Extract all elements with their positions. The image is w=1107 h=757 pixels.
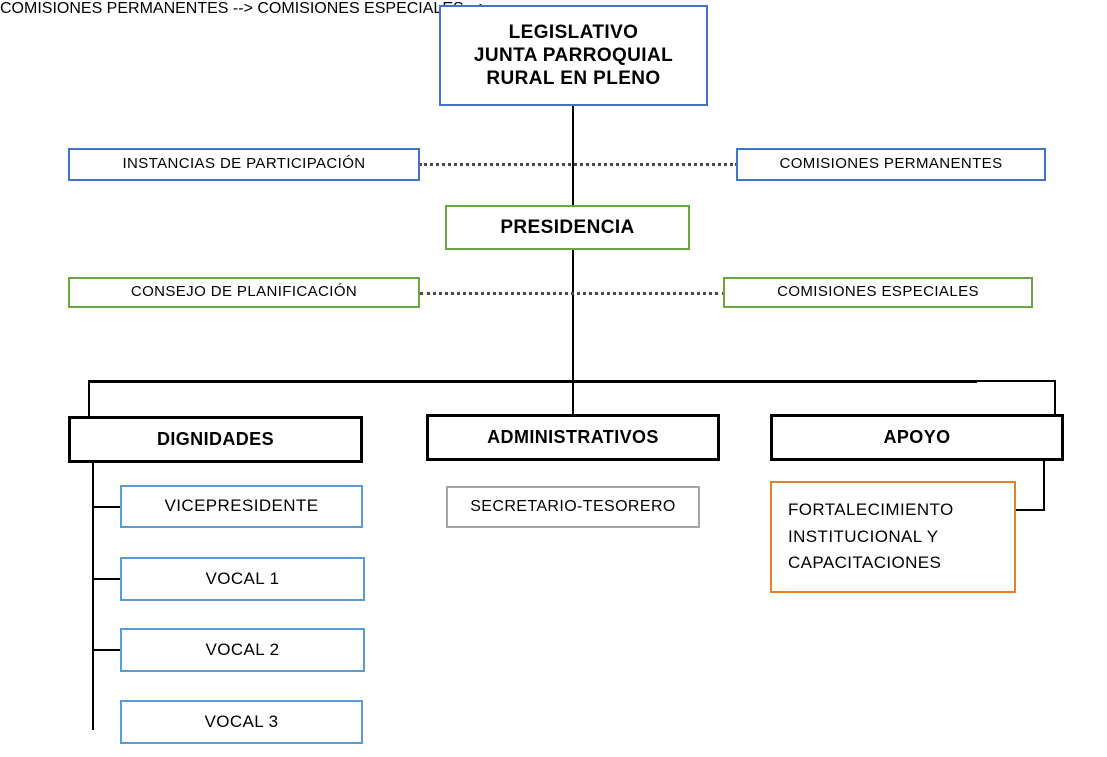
node-vocal-1[interactable]: VOCAL 1	[120, 557, 365, 601]
node-legislativo-line-3: RURAL EN PLENO	[486, 68, 661, 90]
node-comisiones-permanentes[interactable]: COMISIONES PERMANENTES	[736, 148, 1046, 181]
node-presidencia[interactable]: PRESIDENCIA	[445, 205, 690, 250]
connector-bar-to-dignidades	[88, 380, 90, 417]
connector-dotted-row-1	[419, 163, 738, 166]
node-apoyo[interactable]: APOYO	[770, 414, 1064, 461]
node-vicepresidente-label: VICEPRESIDENTE	[164, 496, 319, 516]
node-apoyo-label: APOYO	[883, 426, 951, 447]
node-administrativos-label: ADMINISTRATIVOS	[487, 426, 659, 447]
node-consejo-de-planificacion[interactable]: CONSEJO DE PLANIFICACIÓN	[68, 277, 420, 308]
node-dignidades-label: DIGNIDADES	[156, 428, 274, 449]
connector-dotted-row-2	[420, 292, 725, 295]
node-legislativo-line-1: LEGISLATIVO	[508, 21, 639, 43]
node-legislativo-line-2: JUNTA PARROQUIAL	[473, 44, 674, 66]
connector-distribution-bar	[88, 380, 977, 383]
node-legislativo[interactable]: LEGISLATIVO JUNTA PARROQUIAL RURAL EN PL…	[439, 5, 708, 106]
connector-sub-apoyo-vertical	[1043, 461, 1045, 511]
node-presidencia-label: PRESIDENCIA	[500, 216, 635, 238]
node-fortalecimiento-institucional[interactable]: FORTALECIMIENTO INSTITUCIONAL Y CAPACITA…	[770, 481, 1016, 593]
node-fortalecimiento-line-1: FORTALECIMIENTO	[788, 500, 954, 520]
node-secretario-tesorero[interactable]: SECRETARIO-TESORERO	[446, 486, 700, 528]
node-instancias-de-participacion[interactable]: INSTANCIAS DE PARTICIPACIÓN	[68, 148, 420, 181]
node-administrativos[interactable]: ADMINISTRATIVOS	[426, 414, 720, 461]
node-dignidades[interactable]: DIGNIDADES	[68, 416, 363, 463]
node-vicepresidente[interactable]: VICEPRESIDENTE	[120, 485, 363, 528]
node-comisiones-especiales[interactable]: COMISIONES ESPECIALES	[723, 277, 1033, 308]
connector-spine-to-vocal-1	[92, 578, 121, 580]
connector-legislativo-to-presidencia	[572, 105, 574, 205]
node-vocal-2[interactable]: VOCAL 2	[120, 628, 365, 672]
connector-spine-to-vocal-2	[92, 649, 121, 651]
node-vocal-1-label: VOCAL 1	[205, 568, 280, 588]
node-comisiones-permanentes-label: COMISIONES PERMANENTES	[779, 155, 1003, 173]
connector-bar-to-administrativos	[572, 380, 574, 414]
connector-distribution-bar-right	[975, 380, 1056, 382]
connector-presidencia-to-bar	[572, 250, 574, 382]
node-fortalecimiento-line-2: INSTITUCIONAL Y	[788, 526, 939, 546]
node-vocal-3-label: VOCAL 3	[204, 711, 279, 731]
node-vocal-2-label: VOCAL 2	[205, 639, 280, 659]
connector-sub-apoyo-horizontal	[1016, 509, 1045, 511]
node-secretario-tesorero-label: SECRETARIO-TESORERO	[470, 498, 676, 516]
node-fortalecimiento-line-3: CAPACITACIONES	[788, 553, 942, 573]
connector-spine-to-vicepresidente	[92, 506, 121, 508]
node-instancias-de-participacion-label: INSTANCIAS DE PARTICIPACIÓN	[122, 155, 366, 173]
node-vocal-3[interactable]: VOCAL 3	[120, 700, 363, 744]
node-consejo-de-planificacion-label: CONSEJO DE PLANIFICACIÓN	[130, 283, 358, 301]
connector-dignidades-spine	[92, 462, 94, 730]
node-comisiones-especiales-label: COMISIONES ESPECIALES	[777, 283, 979, 301]
connector-bar-to-apoyo	[1054, 380, 1056, 415]
